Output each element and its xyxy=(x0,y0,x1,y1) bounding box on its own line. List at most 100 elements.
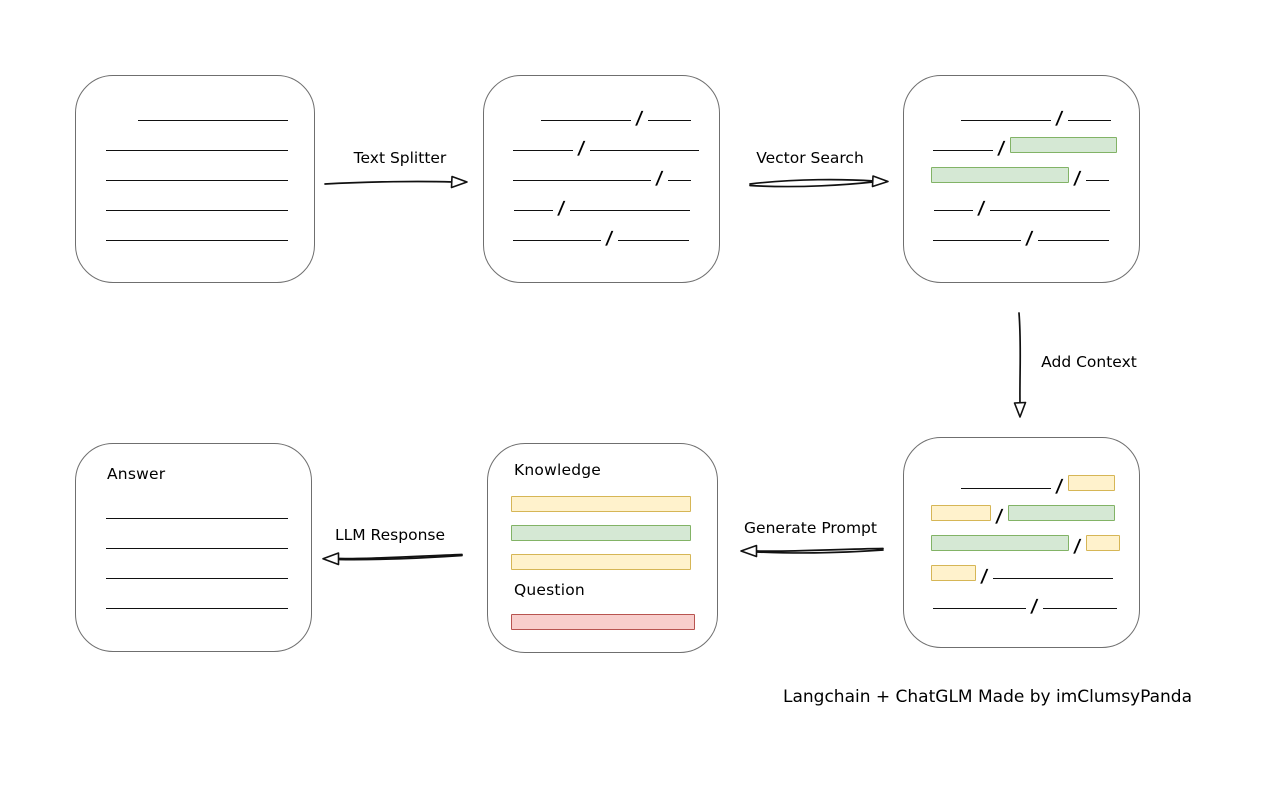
slash-separator: / xyxy=(1072,168,1082,189)
chunk-row: / xyxy=(904,552,1139,587)
yellow-highlight-chunk xyxy=(931,565,976,581)
text-line xyxy=(589,150,699,151)
red-question-bar xyxy=(511,614,695,630)
answer-text-line xyxy=(106,578,288,579)
prompt-box: Knowledge Question xyxy=(487,443,718,653)
text-splitter-label: Text Splitter xyxy=(353,149,447,167)
green-highlight-chunk xyxy=(931,535,1069,551)
text-line xyxy=(1042,608,1117,609)
text-line xyxy=(617,240,689,241)
yellow-knowledge-bar xyxy=(511,554,691,570)
chunk-row xyxy=(76,184,314,214)
slash-separator: / xyxy=(604,228,614,249)
answer-text-line xyxy=(106,548,288,549)
chunk-row xyxy=(76,124,314,154)
generate-prompt-arrow xyxy=(740,544,884,558)
green-highlight-chunk xyxy=(1009,137,1117,153)
text-line xyxy=(106,150,288,151)
text-line xyxy=(106,210,288,211)
chunk-row: / xyxy=(904,94,1139,129)
text-line xyxy=(106,180,288,181)
chunk-row xyxy=(76,154,314,184)
slash-separator: / xyxy=(1054,108,1064,129)
chunk-row: / xyxy=(904,462,1139,497)
split-chunks-box: ///// xyxy=(483,75,720,283)
text-line xyxy=(933,240,1021,241)
matched-chunks-lines: / / / / / xyxy=(904,76,1139,249)
add-context-arrow xyxy=(1013,312,1027,418)
chunk-row: / xyxy=(904,492,1139,527)
chunk-row: / xyxy=(484,94,719,129)
text-line xyxy=(513,180,651,181)
yellow-highlight-chunk xyxy=(1067,475,1115,491)
yellow-knowledge-bar xyxy=(511,496,691,512)
slash-separator: / xyxy=(556,198,566,219)
llm-response-arrow xyxy=(322,552,463,566)
add-context-label: Add Context xyxy=(1041,353,1137,371)
context-chunks-lines: / / / / / xyxy=(904,438,1139,617)
slash-separator: / xyxy=(996,138,1006,159)
chunk-row xyxy=(76,214,314,244)
chunk-row xyxy=(76,94,314,124)
credit-caption: Langchain + ChatGLM Made by imClumsyPand… xyxy=(783,687,1192,707)
yellow-highlight-chunk xyxy=(1085,535,1120,551)
text-line xyxy=(989,210,1110,211)
text-line xyxy=(1037,240,1109,241)
answer-label: Answer xyxy=(107,465,166,483)
text-line xyxy=(961,488,1051,489)
text-line xyxy=(933,150,993,151)
chunk-row: / xyxy=(484,184,719,219)
matched-chunks-box: / / / / / xyxy=(903,75,1140,283)
answer-box: Answer xyxy=(75,443,312,652)
chunk-row: / xyxy=(904,184,1139,219)
slash-separator: / xyxy=(1054,476,1064,497)
split-chunks-lines: ///// xyxy=(484,76,719,249)
green-knowledge-bar xyxy=(511,525,691,541)
green-highlight-chunk xyxy=(931,167,1069,183)
knowledge-label: Knowledge xyxy=(514,461,602,479)
answer-text-line xyxy=(106,608,288,609)
text-line xyxy=(934,210,973,211)
chunk-row: / xyxy=(904,214,1139,249)
text-line xyxy=(569,210,690,211)
text-line xyxy=(961,120,1051,121)
text-line xyxy=(667,180,691,181)
chunk-row: / xyxy=(904,582,1139,617)
llm-response-label: LLM Response xyxy=(334,526,445,544)
text-line xyxy=(513,150,573,151)
text-line xyxy=(541,120,631,121)
text-line xyxy=(1067,120,1111,121)
vector-search-arrow xyxy=(749,175,889,188)
slash-separator: / xyxy=(979,566,989,587)
text-line xyxy=(992,578,1113,579)
text-line xyxy=(1085,180,1109,181)
slash-separator: / xyxy=(634,108,644,129)
generate-prompt-label: Generate Prompt xyxy=(744,519,877,537)
source-document-lines xyxy=(76,76,314,244)
chunk-row: / xyxy=(484,154,719,189)
slash-separator: / xyxy=(1024,228,1034,249)
vector-search-label: Vector Search xyxy=(756,149,864,167)
chunk-row: / xyxy=(484,214,719,249)
green-highlight-chunk xyxy=(1007,505,1115,521)
answer-text-line xyxy=(106,518,288,519)
text-line xyxy=(138,120,288,121)
slash-separator: / xyxy=(1072,536,1082,557)
chunk-row: / xyxy=(484,124,719,159)
text-line xyxy=(106,240,288,241)
context-chunks-box: / / / / / xyxy=(903,437,1140,648)
slash-separator: / xyxy=(994,506,1004,527)
yellow-highlight-chunk xyxy=(931,505,991,521)
text-line xyxy=(647,120,691,121)
slash-separator: / xyxy=(976,198,986,219)
slash-separator: / xyxy=(1029,596,1039,617)
text-line xyxy=(514,210,553,211)
text-splitter-arrow xyxy=(324,175,468,189)
chunk-row: / xyxy=(904,154,1139,189)
slash-separator: / xyxy=(654,168,664,189)
text-line xyxy=(513,240,601,241)
source-document-box xyxy=(75,75,315,283)
text-line xyxy=(933,608,1026,609)
chunk-row: / xyxy=(904,522,1139,557)
